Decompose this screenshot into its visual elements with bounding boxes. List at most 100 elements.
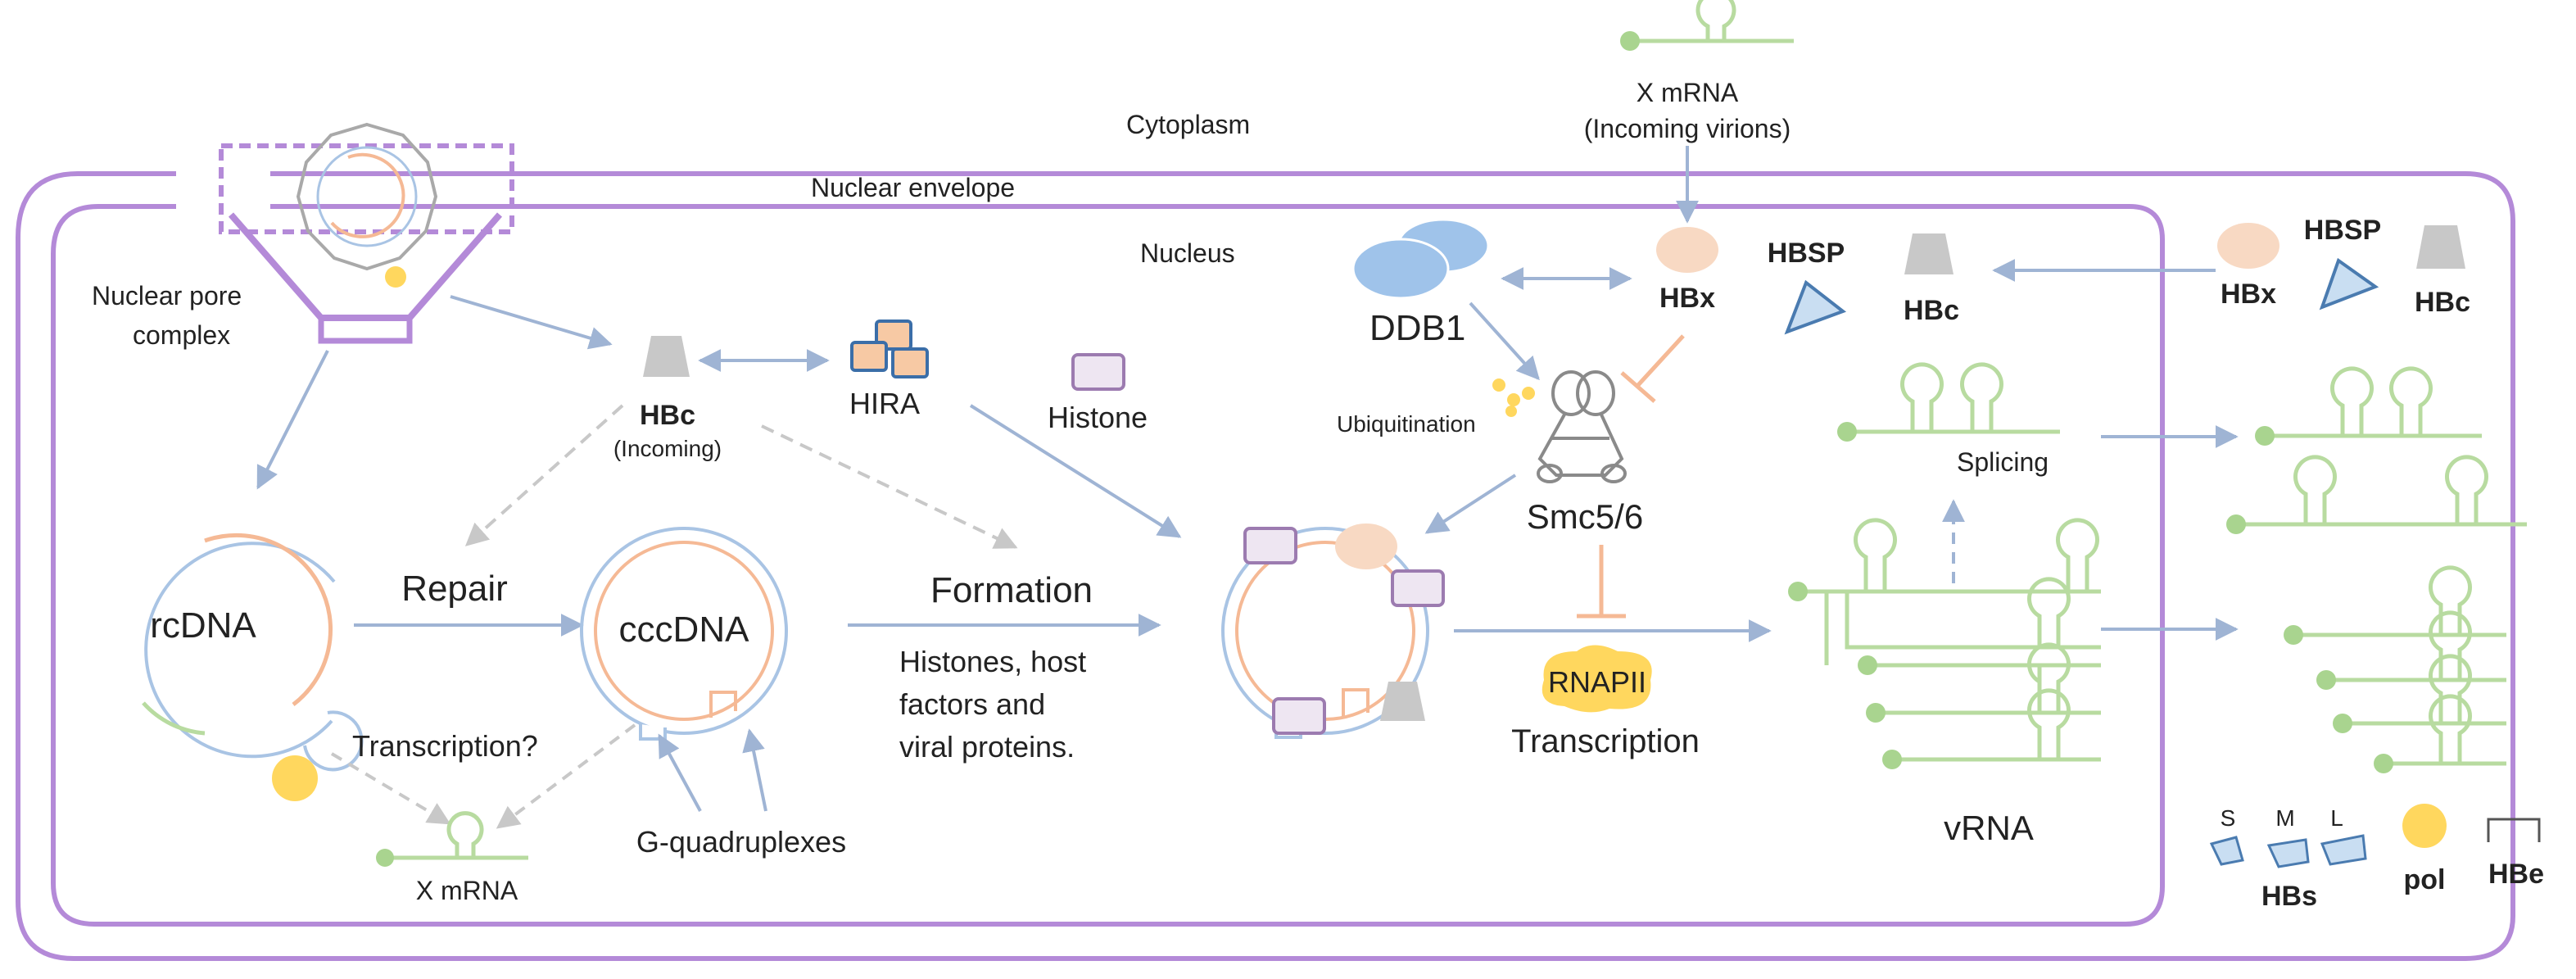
formation-desc-1: Histones, host [899, 645, 1086, 678]
nuclear-pore-base [318, 315, 413, 344]
dashed-arrow-hbc-to-formation [761, 424, 1018, 549]
capsid-dna-inner [330, 152, 405, 238]
hbx-outside-icon [2217, 223, 2279, 269]
x-mrna-top-icon [1634, 0, 1794, 43]
ddb1-label: DDB1 [1369, 308, 1465, 348]
transcription-label: Transcription [1511, 723, 1700, 759]
vrna-caps [1788, 582, 1902, 769]
ddb1-icon-front [1351, 238, 1450, 300]
nuclear-pore-dashed-box [219, 143, 514, 234]
vrna-cytoplasm [2236, 366, 2527, 766]
hira-label: HIRA [849, 387, 920, 420]
hbsp-outside-icon [2319, 257, 2379, 310]
nuclear-envelope-label: Nuclear envelope [811, 173, 1015, 202]
vrna-spliced-nucleus [1847, 362, 2060, 434]
formation-desc-2: factors and [899, 687, 1045, 721]
formation-desc-3: viral proteins. [899, 730, 1075, 764]
inner-membrane [51, 204, 2165, 927]
cccdna-minichromosome [1221, 523, 1445, 739]
outer-membrane [16, 171, 2515, 961]
complex-histone-1 [1243, 527, 1297, 564]
splicing-label: Splicing [1957, 447, 2049, 477]
dashed-arrow-hbc-to-repair [464, 404, 624, 546]
hbe-legend-icon [2487, 818, 2541, 842]
hbs-l-icon [2320, 834, 2367, 866]
inhibit-hbx-to-smc [1637, 334, 1685, 387]
vrna-label: vRNA [1944, 809, 2034, 847]
legend-s-label: S [2221, 805, 2236, 831]
cell-membranes [16, 171, 2515, 961]
repair-label: Repair [401, 569, 508, 609]
capsid-icon [296, 122, 438, 271]
cccdna-icon [580, 527, 788, 741]
rcdna-pol-icon [272, 755, 318, 801]
pol-legend-icon [2402, 804, 2447, 848]
hbs-s-icon [2209, 836, 2244, 866]
arrow-smc-to-complex [1424, 474, 1517, 534]
histone-icon [1071, 353, 1125, 391]
legend-hbe-label: HBe [2488, 859, 2544, 890]
capsid-pol-icon [385, 266, 406, 288]
nuclear-pore-label-2: complex [133, 320, 230, 350]
dashed-arrow-rcdna-to-xmrna [330, 752, 451, 825]
hbc-incoming-label-2: (Incoming) [613, 436, 722, 461]
x-mrna-top-label-2: (Incoming virions) [1584, 114, 1791, 143]
arrow-gquad-2 [742, 728, 767, 812]
hbsp-outside-label: HBSP [2304, 215, 2381, 246]
formation-label: Formation [930, 570, 1093, 610]
x-mrna-bottom-cap [376, 849, 394, 867]
dashed-arrow-cccdna-to-xmrna [496, 723, 636, 829]
rcdna-icon [142, 533, 364, 801]
hbc-nucleus-icon [1904, 233, 1954, 274]
hbx-outside-label: HBx [2221, 279, 2276, 310]
hbx-nucleus-icon [1656, 227, 1718, 273]
nuclear-pore-label-1: Nuclear pore [92, 281, 242, 310]
complex-histone-2 [1391, 569, 1445, 607]
arrow-pore-to-rcdna [256, 350, 329, 490]
arrow-pore-to-hbc [450, 295, 613, 350]
legend: S M L HBs pol HBe [2209, 804, 2544, 912]
smc56-icon [1537, 370, 1627, 483]
rnapii-label: RNAPII [1548, 665, 1646, 699]
vrna-bundle [1798, 518, 2101, 762]
x-mrna-top-cap [1620, 31, 1640, 51]
complex-hbc [1380, 682, 1425, 721]
legend-hbs-label: HBs [2261, 881, 2317, 912]
nuclear-pore-complex [219, 122, 514, 344]
hbc-outside-label: HBc [2415, 287, 2470, 318]
vrna-cytoplasm-caps [2226, 426, 2393, 773]
capsid-dna-outer [316, 146, 418, 247]
complex-hbx [1335, 523, 1397, 569]
hbc-incoming-label-1: HBc [640, 400, 695, 431]
vrna-spliced-cap [1837, 422, 1857, 442]
complex-histone-3 [1272, 697, 1326, 735]
arrow-gquad-1 [658, 733, 702, 812]
ubiquitin-dots [1492, 378, 1535, 417]
cytoplasm-label: Cytoplasm [1126, 110, 1250, 139]
legend-pol-label: pol [2404, 864, 2446, 895]
hbsp-nucleus-icon [1784, 279, 1847, 335]
x-mrna-top-label-1: X mRNA [1637, 78, 1739, 107]
legend-l-label: L [2330, 805, 2343, 831]
hbx-nucleus-label: HBx [1659, 283, 1715, 314]
legend-m-label: M [2275, 805, 2294, 831]
hbsp-nucleus-label: HBSP [1768, 238, 1845, 269]
transcription-q-label: Transcription? [352, 729, 538, 763]
inhibit-hbx-bar [1620, 371, 1656, 403]
rcdna-label: rcDNA [150, 605, 256, 646]
x-mrna-bottom-icon [385, 811, 528, 860]
smc56-label: Smc5/6 [1527, 497, 1643, 536]
histone-label: Histone [1048, 401, 1148, 434]
hbs-m-icon [2266, 838, 2310, 868]
g-quadruplexes-label: G-quadruplexes [636, 825, 846, 859]
hbc-nucleus-label: HBc [1904, 295, 1959, 326]
hbc-incoming-icon [643, 336, 690, 377]
cccdna-label: cccDNA [619, 610, 750, 650]
x-mrna-bottom-label: X mRNA [416, 876, 518, 905]
hbc-outside-icon [2416, 225, 2465, 269]
arrow-ddb1-to-smc [1469, 301, 1540, 381]
rnapii-icon [1542, 645, 1652, 713]
ubiquitination-label: Ubiquitination [1337, 411, 1476, 437]
nucleus-label: Nucleus [1140, 238, 1235, 268]
